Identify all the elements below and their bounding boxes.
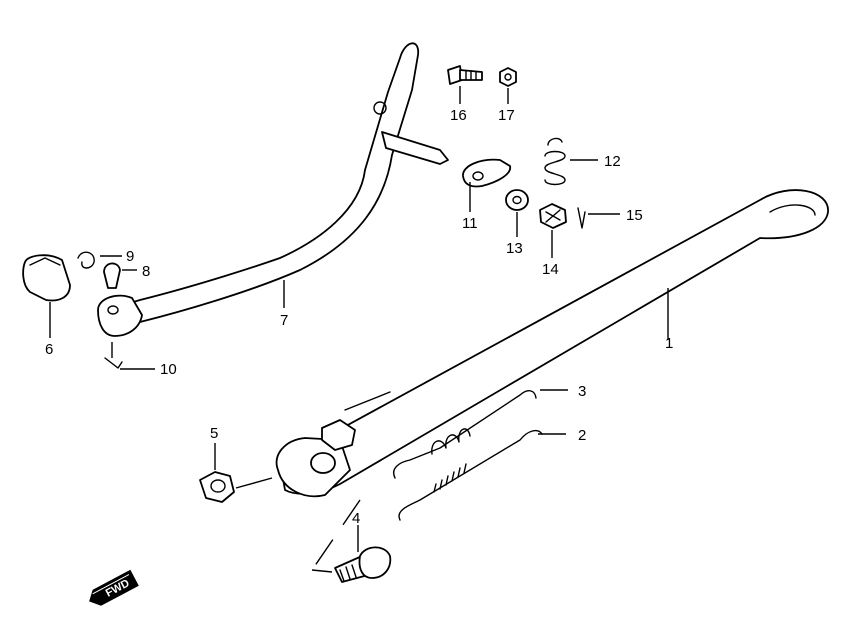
- callout-12: 12: [604, 153, 621, 170]
- hex-bolt: [447, 65, 483, 85]
- callout-numbers: 1 2 3 4 5 6 7 8 9 10 11 12 13 14 15 16 1…: [45, 107, 673, 527]
- callout-10: 10: [160, 361, 177, 378]
- spring-inner: [393, 390, 537, 479]
- pivot-pin: [103, 262, 121, 289]
- washer: [505, 189, 529, 211]
- stand-bolt: [334, 546, 392, 583]
- callout-7: 7: [280, 312, 288, 329]
- pedal-plate: [462, 158, 511, 188]
- stand-nut: [199, 471, 235, 503]
- callout-8: 8: [142, 263, 150, 280]
- callout-13: 13: [506, 240, 523, 257]
- callout-5: 5: [210, 425, 218, 442]
- side-stand: [275, 189, 829, 498]
- callout-4: 4: [352, 510, 360, 527]
- callout-6: 6: [45, 341, 53, 358]
- callout-1: 1: [665, 335, 673, 352]
- split-pin: [577, 207, 586, 229]
- callout-17: 17: [498, 107, 515, 124]
- brake-pedal-arm: [97, 42, 449, 337]
- fwd-arrow-icon: FWD: [89, 569, 139, 606]
- callout-11: 11: [462, 215, 478, 232]
- callout-2: 2: [578, 427, 586, 444]
- cotter-pin: [104, 357, 123, 369]
- callout-14: 14: [542, 261, 559, 278]
- callout-16: 16: [450, 107, 467, 124]
- pedal-rubber: [22, 254, 71, 302]
- return-spring: [544, 137, 566, 186]
- hex-nut: [499, 67, 517, 87]
- callout-15: 15: [626, 207, 643, 224]
- castle-nut: [539, 203, 567, 229]
- leader-lines: [49, 86, 669, 573]
- callout-3: 3: [578, 383, 586, 400]
- spring-outer: [398, 429, 543, 521]
- clip-spring: [77, 251, 95, 269]
- callout-9: 9: [126, 248, 134, 265]
